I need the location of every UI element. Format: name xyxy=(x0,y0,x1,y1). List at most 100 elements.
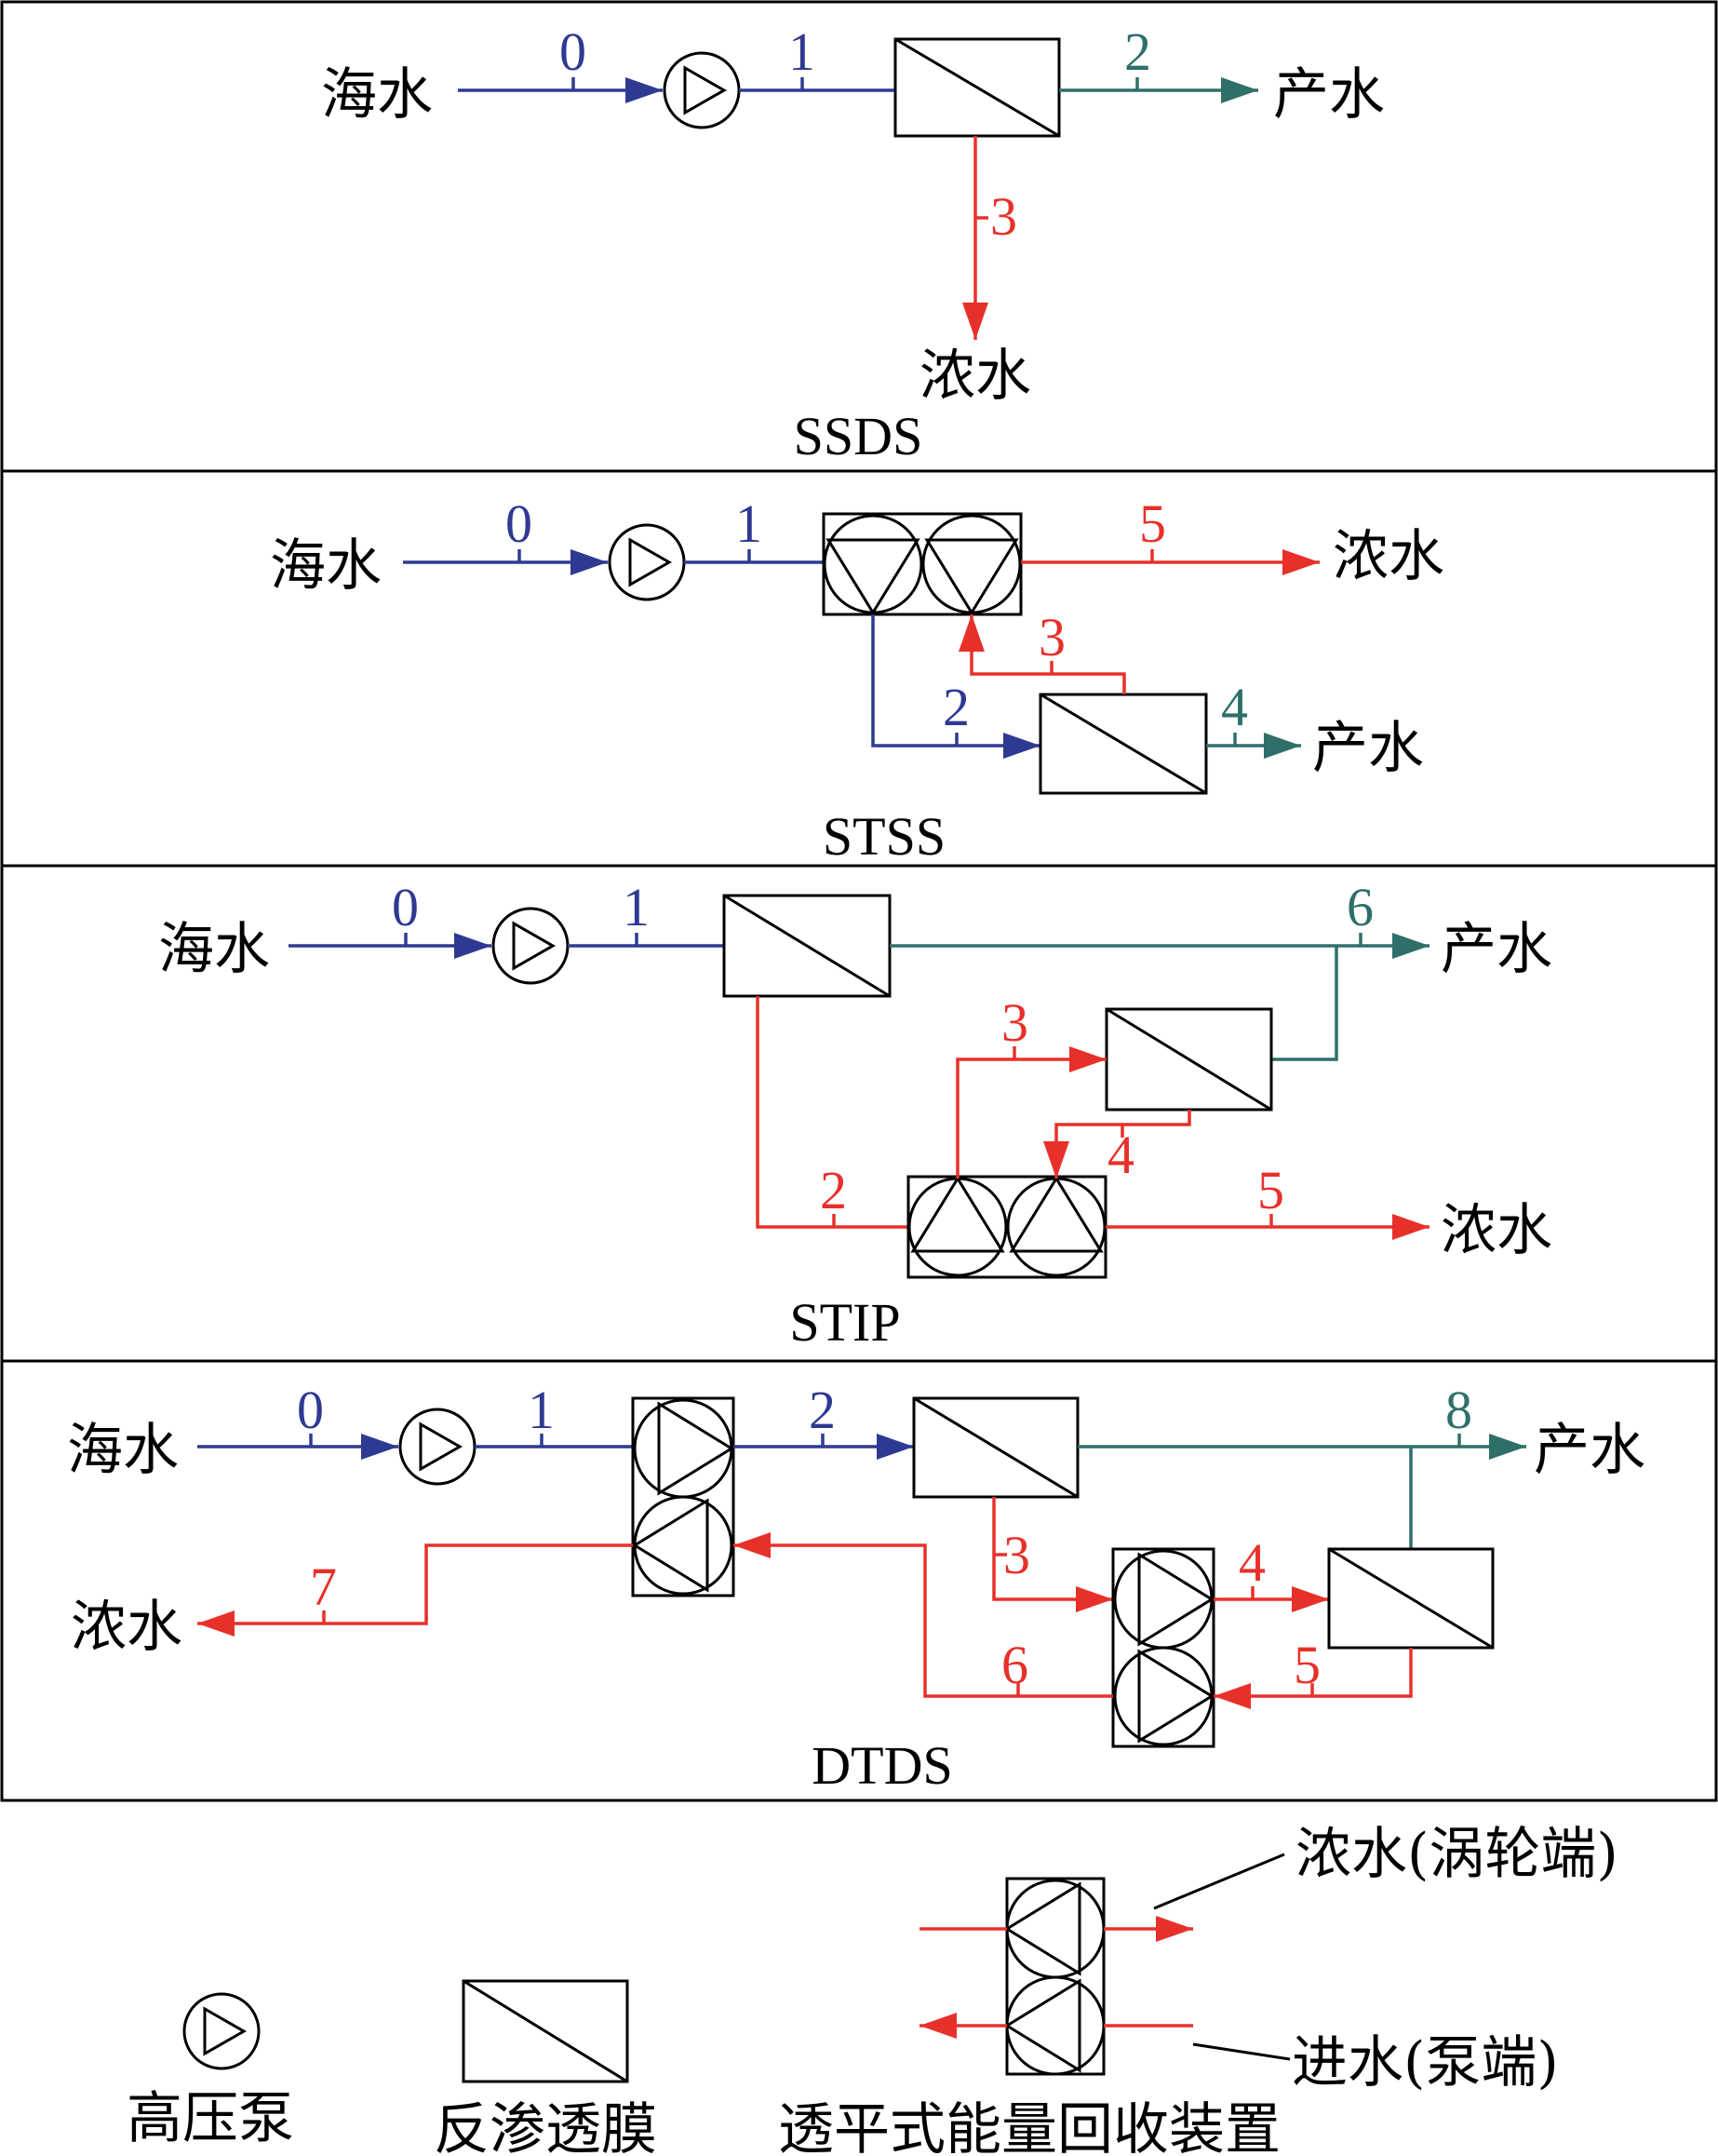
seawater-label: 海水 xyxy=(158,917,270,982)
ro-membrane-icon xyxy=(1039,693,1208,795)
stream-label-1: 1 xyxy=(735,493,762,554)
ro-membrane-icon xyxy=(912,1396,1080,1499)
stream-label-8: 8 xyxy=(1445,1380,1472,1440)
stream-label-2: 2 xyxy=(820,1160,847,1220)
legend: 高压泵 反渗透膜 浓水(涡轮端) 进水(泵端) 透平式能量回收装置 xyxy=(127,1822,1618,2156)
arrow-icon xyxy=(1489,1434,1526,1460)
stream-line-7 xyxy=(197,1543,633,1625)
panel-ssds: 海水 0 1 2 产水 3 浓水 SSDS xyxy=(0,0,1718,473)
legend-membrane-label: 反渗透膜 xyxy=(434,2097,657,2156)
stream-label-4: 4 xyxy=(1239,1532,1266,1593)
stream-label-3: 3 xyxy=(1003,1525,1030,1585)
arrow-icon xyxy=(1264,733,1301,759)
arrow-icon xyxy=(1282,549,1320,575)
erd-icon xyxy=(1111,1547,1215,1748)
ro-membrane-icon xyxy=(722,894,892,998)
arrow-icon xyxy=(1221,77,1258,103)
erd-icon xyxy=(1004,1877,1106,2076)
panel-title: SSDS xyxy=(794,406,923,466)
stream-label-4: 4 xyxy=(1107,1125,1134,1185)
arrow-icon xyxy=(197,1610,235,1637)
arrow-icon xyxy=(733,1532,771,1558)
arrow-icon xyxy=(1003,733,1040,759)
arrow-icon xyxy=(1156,1916,1193,1942)
stream-label-0: 0 xyxy=(559,21,586,82)
seawater-label: 海水 xyxy=(321,62,433,128)
legend-pump-side-label: 进水(泵端) xyxy=(1292,2030,1559,2095)
arrow-icon xyxy=(454,933,491,959)
high-pressure-pump-icon xyxy=(491,907,570,985)
stream-label-1: 1 xyxy=(788,21,815,82)
arrow-icon xyxy=(877,1434,914,1460)
arrow-icon xyxy=(1392,1214,1429,1240)
panel-title: STSS xyxy=(823,806,946,867)
brine-label: 浓水 xyxy=(919,344,1031,409)
arrow-icon xyxy=(570,549,608,575)
panel-title: DTDS xyxy=(812,1735,952,1796)
product-label: 产水 xyxy=(1273,62,1385,128)
arrow-icon xyxy=(962,303,988,340)
arrow-icon xyxy=(1069,1046,1107,1072)
stream-label-6: 6 xyxy=(1001,1635,1028,1695)
stream-label-3: 3 xyxy=(1039,607,1066,667)
stream-line-5 xyxy=(1214,1648,1413,1698)
stream-label-3: 3 xyxy=(1001,992,1028,1053)
stream-line-2 xyxy=(756,996,908,1229)
stream-label-5: 5 xyxy=(1257,1160,1284,1220)
ro-membrane-icon xyxy=(462,1979,629,2083)
erd-icon xyxy=(906,1175,1107,1279)
stream-label-4: 4 xyxy=(1221,677,1248,737)
stream-label-2: 2 xyxy=(809,1380,836,1440)
product-label: 产水 xyxy=(1534,1418,1645,1483)
ro-membrane-icon xyxy=(1327,1547,1495,1650)
arrow-icon xyxy=(361,1434,398,1460)
stream-label-7: 7 xyxy=(310,1556,337,1617)
panel-stip: 海水 0 1 6 产水 2 xyxy=(0,864,1718,1363)
arrow-icon xyxy=(1292,1586,1329,1612)
arrow-icon xyxy=(625,77,663,103)
stream-label-2: 2 xyxy=(1124,21,1151,82)
arrow-icon xyxy=(1214,1683,1251,1709)
stream-label-3: 3 xyxy=(990,186,1017,247)
legend-erd-label: 透平式能量回收装置 xyxy=(778,2097,1281,2156)
stream-label-5: 5 xyxy=(1139,493,1166,554)
arrow-icon xyxy=(1043,1141,1069,1179)
arrow-icon xyxy=(1392,933,1429,959)
high-pressure-pump-icon xyxy=(663,51,741,129)
legend-turbine-side-label: 浓水(涡轮端) xyxy=(1295,1822,1618,1887)
permeate-line xyxy=(1271,946,1338,1061)
high-pressure-pump-icon xyxy=(608,523,686,601)
panel-stss: 海水 0 1 5 浓水 2 xyxy=(0,469,1718,868)
arrow-icon xyxy=(1076,1586,1113,1612)
stream-line-2 xyxy=(871,614,1040,748)
ro-membrane-icon xyxy=(893,37,1061,138)
stream-line-3 xyxy=(956,1058,1107,1179)
stream-label-2: 2 xyxy=(943,677,970,737)
arrow-icon xyxy=(919,2013,957,2039)
legend-pump-label: 高压泵 xyxy=(127,2086,294,2151)
stream-label-1: 1 xyxy=(623,877,650,937)
stream-label-1: 1 xyxy=(528,1380,555,1440)
leader-line xyxy=(1192,2042,1291,2061)
high-pressure-pump-icon xyxy=(182,1992,261,2070)
stream-label-0: 0 xyxy=(392,877,419,937)
ro-membrane-icon xyxy=(1105,1007,1273,1112)
stream-line-6 xyxy=(733,1543,1113,1698)
stream-label-0: 0 xyxy=(505,493,532,554)
erd-icon xyxy=(631,1396,735,1597)
stream-label-5: 5 xyxy=(1294,1635,1321,1695)
panel-frame xyxy=(0,0,1718,473)
panel-frame xyxy=(0,1359,1718,1802)
stream-label-6: 6 xyxy=(1347,877,1374,937)
panel-title: STIP xyxy=(789,1292,900,1353)
brine-label: 浓水 xyxy=(1441,1198,1552,1263)
seawater-label: 海水 xyxy=(67,1418,179,1483)
seawater-label: 海水 xyxy=(270,533,382,599)
erd-icon xyxy=(822,512,1023,616)
stream-line-3 xyxy=(992,1497,1113,1601)
brine-label: 浓水 xyxy=(71,1595,182,1660)
arrow-icon xyxy=(959,614,985,652)
product-label: 产水 xyxy=(1312,716,1424,781)
brine-label: 浓水 xyxy=(1333,524,1444,589)
panel-dtds: 海水 0 1 2 8 产 xyxy=(0,1359,1718,1802)
